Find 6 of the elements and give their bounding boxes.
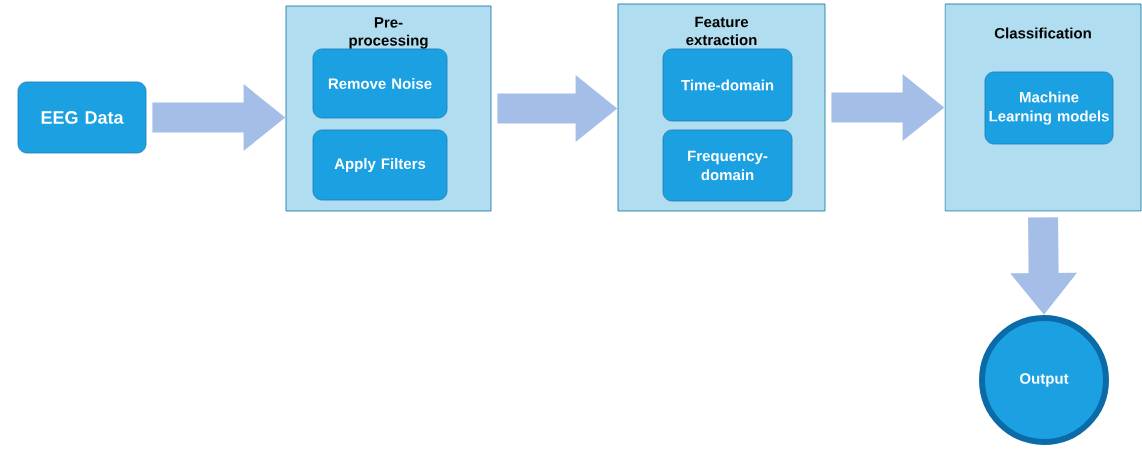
process-box: Frequency- domain xyxy=(662,129,793,202)
process-box: EEG Data xyxy=(17,81,147,154)
process-box: Apply Filters xyxy=(312,129,448,201)
process-box: Remove Noise xyxy=(312,48,448,119)
process-box: Machine Learning models xyxy=(984,71,1114,145)
process-box: Time-domain xyxy=(662,48,793,122)
